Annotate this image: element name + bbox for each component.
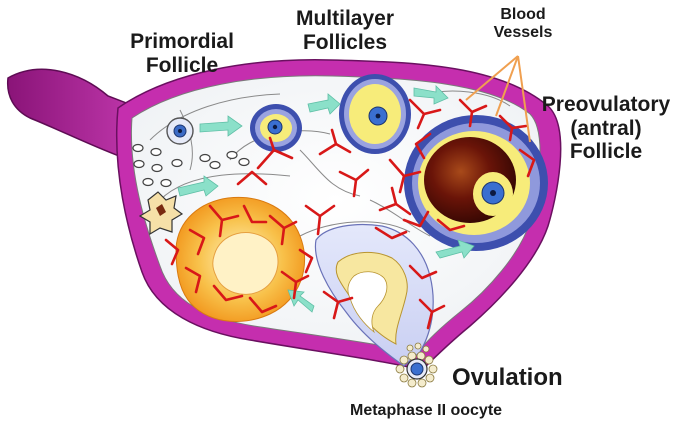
blood-vessels-label: Blood Vessels xyxy=(468,6,578,42)
preovulatory-follicle-label: Preovulatory (antral) Follicle xyxy=(536,93,676,164)
metaphase-oocyte-label: Metaphase II oocyte xyxy=(350,402,530,420)
multilayer-follicles-label: Multilayer Follicles xyxy=(280,7,410,54)
multilayer-follicle xyxy=(339,74,411,154)
corpus-luteum xyxy=(176,197,305,321)
ovulation-label: Ovulation xyxy=(452,365,582,392)
primordial-follicle xyxy=(167,118,193,144)
secondary-follicle xyxy=(250,104,302,152)
primordial-follicle-label: Primordial Follicle xyxy=(112,30,252,77)
preovulatory-follicle xyxy=(404,115,548,251)
